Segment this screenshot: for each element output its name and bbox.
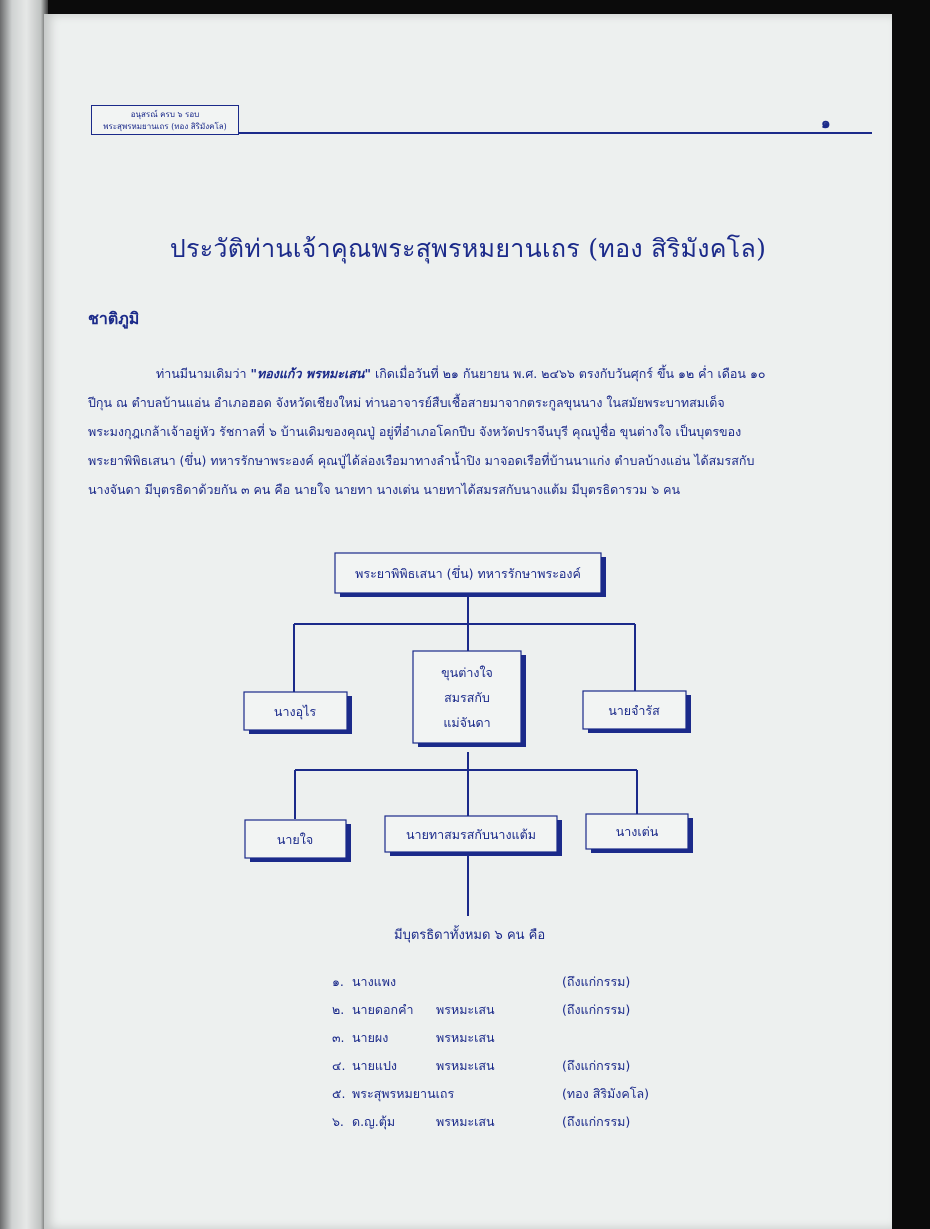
- child3-node-text: นางเต่น: [616, 824, 659, 839]
- middle-node-line3: แม่จันดา: [443, 715, 490, 730]
- item-name: นายดอกคำ: [352, 1002, 414, 1017]
- biography-paragraph: ท่านมีนามเดิมว่า "ทองแก้ว พรหมะเสน" เกิด…: [88, 359, 838, 504]
- item-surname: พรหมะเสน: [436, 1058, 495, 1073]
- child3-node-box: [585, 813, 689, 850]
- children-caption: มีบุตรธิดาทั้งหมด ๖ คน คือ: [394, 928, 546, 943]
- item-note: (ถึงแก่กรรม): [562, 1114, 631, 1129]
- item-name: พระสุพรหมยานเถร: [352, 1086, 455, 1101]
- paragraph-line-5: นางจันดา มีบุตรธิดาด้วยกัน ๓ คน คือ นายใ…: [88, 482, 681, 497]
- middle-node-line1: ขุนต่างใจ: [441, 665, 493, 681]
- item-number: ๒.: [332, 1002, 345, 1017]
- item-number: ๓.: [332, 1030, 345, 1045]
- item-number: ๕.: [332, 1086, 346, 1101]
- item-surname: พรหมะเสน: [436, 1114, 495, 1129]
- birth-name: "ทองแก้ว พรหมะเสน": [250, 366, 371, 381]
- header-title-box: อนุสรณ์ ครบ ๖ รอบ พระสุพรหมยานเถร (ทอง ส…: [91, 105, 239, 135]
- header-box-line1: อนุสรณ์ ครบ ๖ รอบ: [130, 110, 200, 119]
- line1-pre: ท่านมีนามเดิมว่า: [156, 366, 251, 381]
- item-name: นางแพง: [352, 974, 397, 989]
- item-number: ๖.: [332, 1114, 344, 1129]
- child1-node-box: [244, 819, 347, 859]
- left-node-box: [243, 691, 348, 731]
- child2-node-text: นายทาสมรสกับนางแต้ม: [406, 827, 536, 842]
- paragraph-line-4: พระยาพิพิธเสนา (ขึ่น) ทหารรักษาพระองค์ ค…: [88, 453, 755, 468]
- book-spine: [0, 0, 48, 1229]
- item-note: (ทอง สิริมังคโล): [562, 1086, 649, 1101]
- list-item: ๑. นางแพง (ถึงแก่กรรม): [44, 972, 892, 994]
- list-item: ๓. นายผง พรหมะเสน: [44, 1028, 892, 1050]
- item-note: (ถึงแก่กรรม): [562, 1002, 631, 1017]
- list-item: ๒. นายดอกคำ พรหมะเสน (ถึงแก่กรรม): [44, 1000, 892, 1022]
- family-tree-diagram: พระยาพิพิธเสนา (ขึ่น) ทหารรักษาพระองค์ น…: [243, 552, 693, 916]
- paragraph-line-3: พระมงกุฎเกล้าเจ้าอยู่หัว รัชกาลที่ ๖ บ้า…: [88, 424, 742, 439]
- list-item: ๕. พระสุพรหมยานเถร (ทอง สิริมังคโล): [44, 1084, 892, 1106]
- middle-node-box: [412, 650, 522, 744]
- page-title: ประวัติท่านเจ้าคุณพระสุพรหมยานเถร (ทอง ส…: [169, 234, 767, 263]
- root-node-box: [334, 552, 602, 594]
- item-surname: พรหมะเสน: [436, 1002, 495, 1017]
- item-name: นายผง: [352, 1030, 389, 1045]
- item-number: ๑.: [332, 974, 344, 989]
- tree-connectors: [293, 596, 638, 916]
- child1-node-text: นายใจ: [277, 832, 313, 847]
- left-node-text: นางอุไร: [274, 704, 316, 720]
- child2-node-box: [384, 815, 558, 853]
- item-surname: พรหมะเสน: [436, 1030, 495, 1045]
- middle-node-line2: สมรสกับ: [444, 690, 490, 705]
- right-node-box: [582, 690, 687, 730]
- paragraph-line-1: ท่านมีนามเดิมว่า "ทองแก้ว พรหมะเสน" เกิด…: [88, 359, 838, 388]
- paragraph-line-2: ปีกุน ณ ตำบลบ้านแอ่น อำเภอฮอด จังหวัดเชี…: [88, 395, 725, 410]
- item-note: (ถึงแก่กรรม): [562, 1058, 631, 1073]
- list-item: ๖. ด.ญ.ตุ้ม พรหมะเสน (ถึงแก่กรรม): [44, 1112, 892, 1134]
- box-faces: [243, 552, 689, 859]
- page-number: ๑: [821, 114, 831, 132]
- root-node-text: พระยาพิพิธเสนา (ขึ่น) ทหารรักษาพระองค์: [355, 565, 581, 581]
- section-heading: ชาติภูมิ: [88, 309, 140, 328]
- item-note: (ถึงแก่กรรม): [562, 974, 631, 989]
- right-node-text: นายจำรัส: [608, 703, 660, 718]
- header-rule: [239, 132, 872, 134]
- list-item: ๔. นายแปง พรหมะเสน (ถึงแก่กรรม): [44, 1056, 892, 1078]
- book-page: อนุสรณ์ ครบ ๖ รอบ พระสุพรหมยานเถร (ทอง ส…: [44, 14, 892, 1229]
- item-name: นายแปง: [352, 1058, 397, 1073]
- header-box-line2: พระสุพรหมยานเถร (ทอง สิริมังคโล): [103, 122, 227, 131]
- item-number: ๔.: [332, 1058, 346, 1073]
- item-name: ด.ญ.ตุ้ม: [352, 1114, 396, 1129]
- line1-post: เกิดเมื่อวันที่ ๒๑ กันยายน พ.ศ. ๒๔๖๖ ตรง…: [370, 366, 766, 381]
